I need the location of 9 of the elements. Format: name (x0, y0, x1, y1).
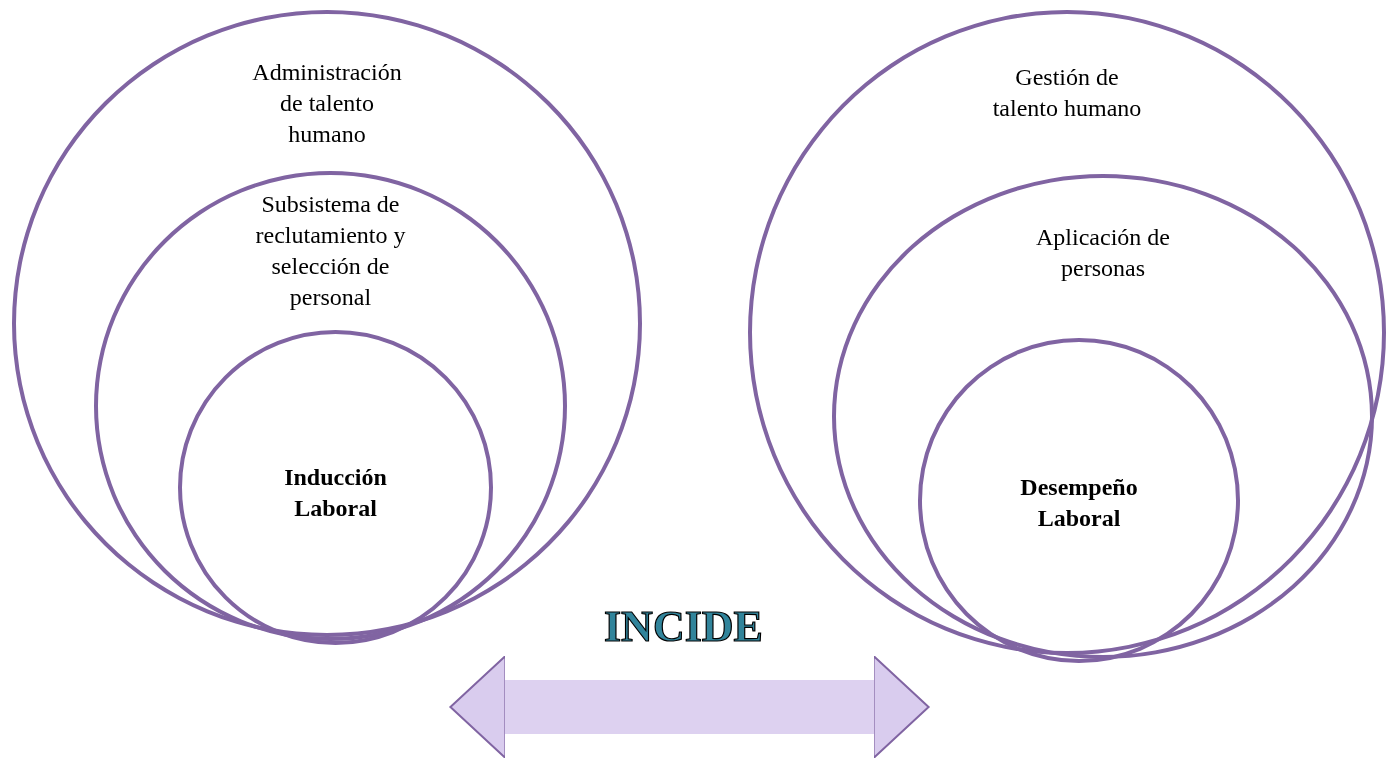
circle (178, 330, 493, 645)
circle-label: Subsistema de reclutamiento y selección de personal (254, 190, 407, 312)
circle (918, 338, 1240, 663)
circle-label: Aplicación de personas (1035, 223, 1171, 283)
double-arrow (449, 655, 930, 759)
circle-label: Gestión de talento humano (991, 63, 1143, 123)
circle-label: Administración de talento humano (251, 58, 403, 149)
circle-label: Desempeño Laboral (1019, 473, 1139, 533)
circle-label: Inducción Laboral (283, 463, 388, 523)
